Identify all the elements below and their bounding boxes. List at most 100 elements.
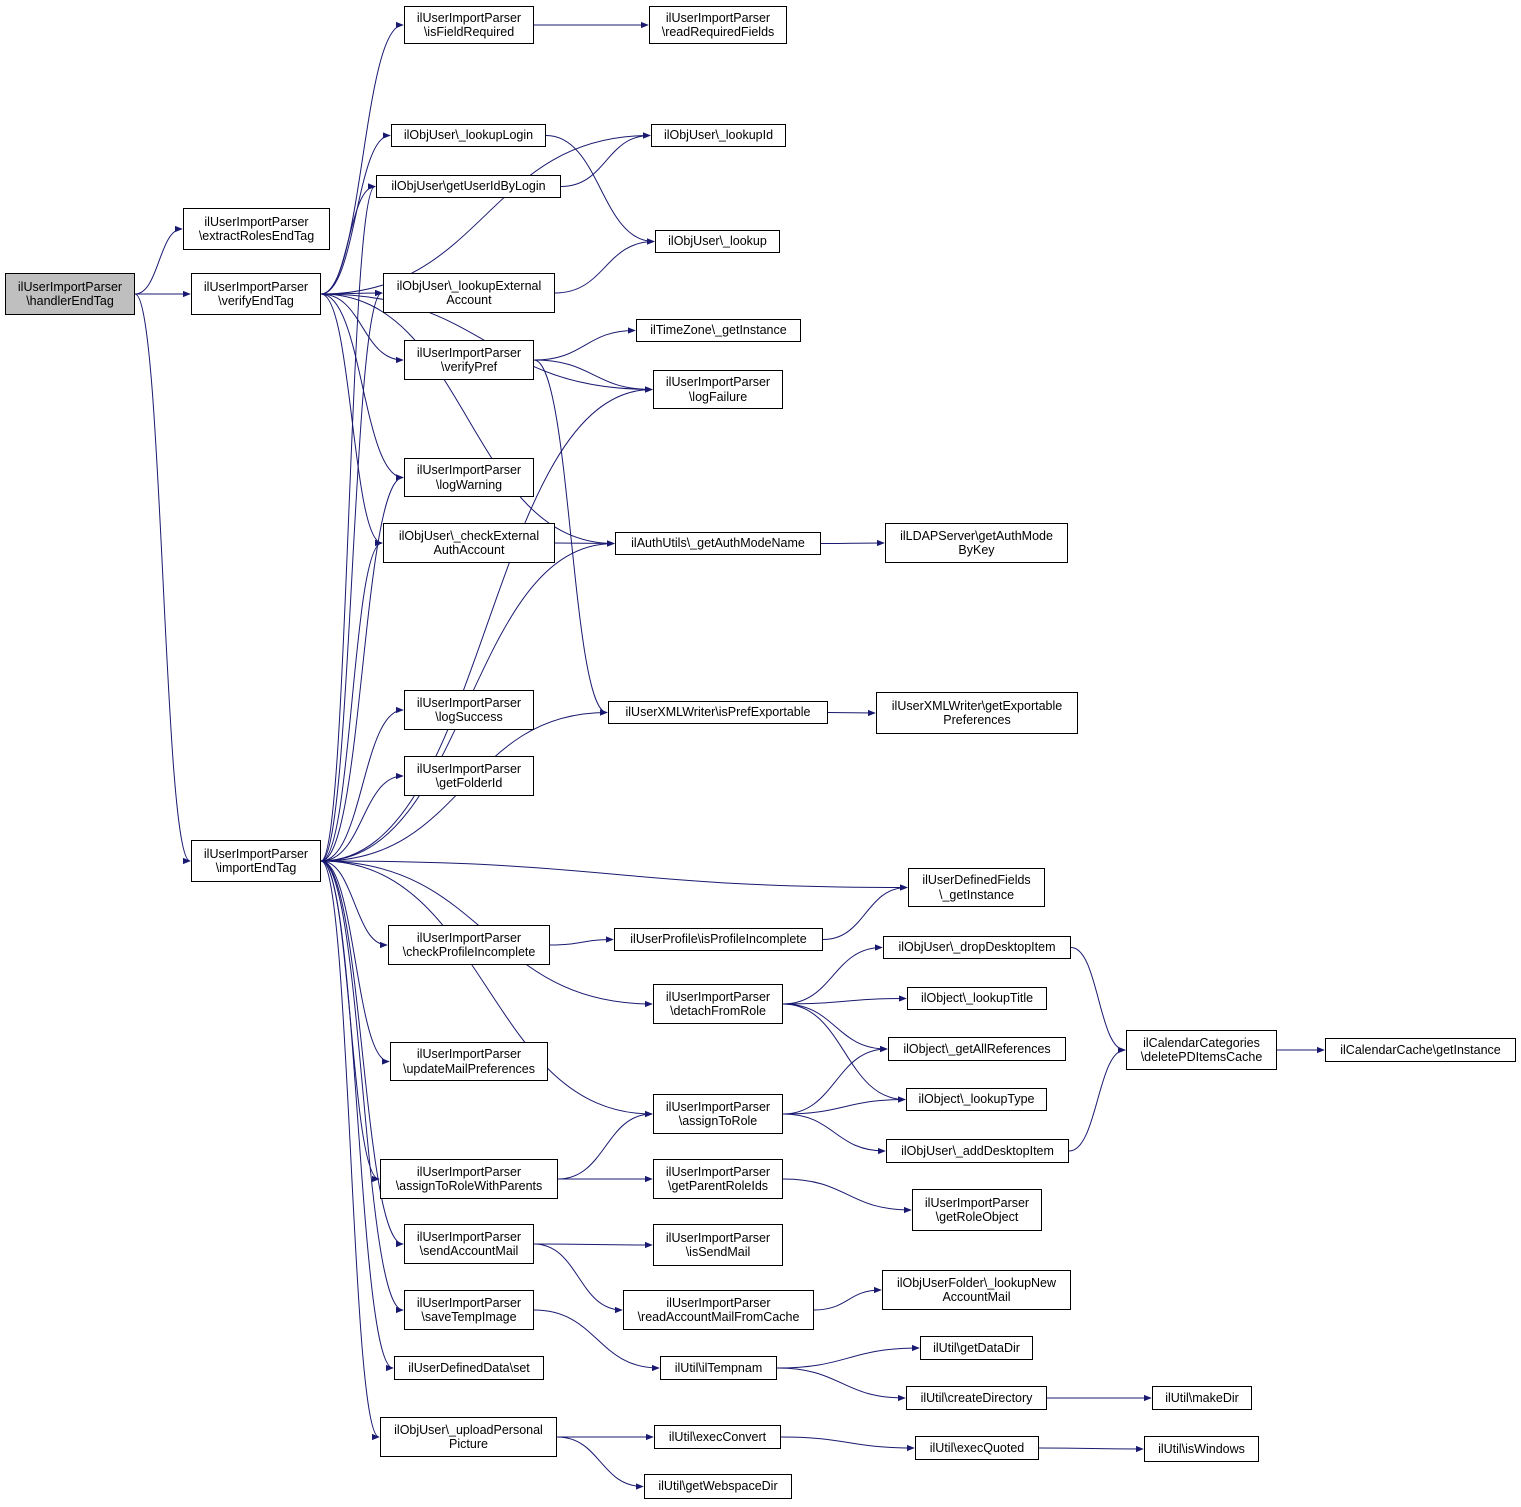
node-send-account-mail[interactable]: ilUserImportParser\sendAccountMail [404,1224,534,1264]
edge-handlerEndTag-to-extractRolesEndTag [134,225,183,295]
edge-importEndTag-to-logSuccess [320,706,404,862]
edge-importEndTag-to-checkExternalAuthAccount [320,539,383,862]
node-exec-quoted[interactable]: ilUtil\execQuoted [915,1436,1039,1460]
node-label-line: ilUserImportParser [665,1230,771,1245]
node-assign-to-role-with-parents[interactable]: ilUserImportParser\assignToRoleWithParen… [380,1159,558,1199]
node-get-data-dir[interactable]: ilUtil\getDataDir [920,1336,1033,1360]
node-update-mail-preferences[interactable]: ilUserImportParser\updateMailPreferences [390,1042,548,1081]
node-label-line: ilUserXMLWriter\isPrefExportable [625,705,811,720]
node-handler-end-tag[interactable]: ilUserImportParser\handlerEndTag [5,273,135,315]
node-label-line: ilUserImportParser [416,695,522,710]
node-label-line: ilObject\_getAllReferences [903,1041,1051,1056]
edge-getAuthModeName-to-getAuthModeByKey [820,539,885,547]
node-label-line: ilObjUser\_dropDesktopItem [898,940,1056,955]
node-label-line: ilUtil\getDataDir [933,1340,1020,1355]
node-get-all-references[interactable]: ilObject\_getAllReferences [888,1037,1066,1061]
node-user-defined-data-set[interactable]: ilUserDefinedData\set [394,1356,544,1380]
node-import-end-tag[interactable]: ilUserImportParser\importEndTag [191,840,321,882]
node-log-warning[interactable]: ilUserImportParser\logWarning [404,458,534,497]
node-label-line: ilUserImportParser [416,1295,522,1310]
edge-sendAccountMail-to-isSendMail [533,1241,653,1249]
edge-readAccountMailFromCache-to-lookupNewAccountMail [813,1286,882,1311]
node-timezone-get-instance[interactable]: ilTimeZone\_getInstance [636,319,801,342]
node-label-line: ilUtil\createDirectory [920,1390,1033,1405]
node-label-line: \deletePDItemsCache [1140,1050,1263,1064]
node-is-field-required[interactable]: ilUserImportParser\isFieldRequired [404,6,534,44]
node-lookup-type[interactable]: ilObject\_lookupType [906,1088,1047,1111]
node-is-profile-incomplete[interactable]: ilUserProfile\isProfileIncomplete [614,928,823,951]
node-create-directory[interactable]: ilUtil\createDirectory [906,1386,1047,1410]
node-label-line: \handlerEndTag [26,294,114,308]
edge-importEndTag-to-getFolderId [320,772,404,862]
node-verify-end-tag[interactable]: ilUserImportParser\verifyEndTag [191,273,321,315]
node-label-line: ilUserImportParser [665,1164,771,1179]
node-is-pref-exportable[interactable]: ilUserXMLWriter\isPrefExportable [608,701,828,724]
node-lookup-login[interactable]: ilObjUser\_lookupLogin [391,124,546,147]
node-label-line: \logWarning [435,477,503,492]
node-label-line: \_getInstance [938,887,1015,902]
node-lookup-id[interactable]: ilObjUser\_lookupId [651,124,786,147]
node-extract-roles-end-tag[interactable]: ilUserImportParser\extractRolesEndTag [183,208,330,250]
node-label-line: ilCalendarCache\getInstance [1340,1042,1501,1057]
node-label-line: \isSendMail [685,1245,751,1259]
edge-detachFromRole-to-lookupType [782,1003,906,1103]
edge-importEndTag-to-getUserIdByLogin [320,183,376,862]
node-check-profile-incomplete[interactable]: ilUserImportParser\checkProfileIncomplet… [388,925,550,965]
node-detach-from-role[interactable]: ilUserImportParser\detachFromRole [653,984,783,1024]
node-user-defined-fields-get-instance[interactable]: ilUserDefinedFields\_getInstance [908,868,1045,907]
node-save-temp-image[interactable]: ilUserImportParser\saveTempImage [404,1290,534,1330]
node-drop-desktop-item[interactable]: ilObjUser\_dropDesktopItem [883,936,1071,959]
node-label-line: ilUserImportParser [416,10,522,25]
node-get-user-id-by-login[interactable]: ilObjUser\getUserIdByLogin [376,175,561,198]
edge-execConvert-to-execQuoted [780,1436,915,1452]
node-get-webspace-dir[interactable]: ilUtil\getWebspaceDir [644,1474,792,1499]
node-label-line: \sendAccountMail [419,1244,519,1258]
node-label-line: \detachFromRole [670,1004,766,1018]
node-label-line: ilUserImportParser [924,1195,1030,1210]
node-assign-to-role[interactable]: ilUserImportParser\assignToRole [653,1094,783,1134]
edge-verifyEndTag-to-getUserIdByLogin [320,183,376,295]
node-label-line: ilUserProfile\isProfileIncomplete [630,932,807,947]
node-exec-convert[interactable]: ilUtil\execConvert [654,1425,781,1449]
node-read-required-fields[interactable]: ilUserImportParser\readRequiredFields [649,6,787,44]
node-label-line: ilObjUser\_uploadPersonal [394,1422,543,1437]
edge-importEndTag-to-updateMailPreferences [320,860,390,1065]
node-label-line: ilUserImportParser [203,279,309,294]
edge-isPrefExportable-to-getExportablePreferences [827,709,876,717]
node-read-account-mail-from-cache[interactable]: ilUserImportParser\readAccountMailFromCa… [623,1290,814,1330]
node-log-failure[interactable]: ilUserImportParser\logFailure [653,370,783,409]
node-get-folder-id[interactable]: ilUserImportParser\getFolderId [404,756,534,796]
node-verify-pref[interactable]: ilUserImportParser\verifyPref [404,340,534,380]
node-lookup[interactable]: ilObjUser\_lookup [655,230,780,253]
edge-importEndTag-to-logWarning [320,474,404,862]
node-add-desktop-item[interactable]: ilObjUser\_addDesktopItem [886,1139,1069,1163]
node-delete-pd-items-cache[interactable]: ilCalendarCategories\deletePDItemsCache [1126,1030,1277,1070]
node-make-dir[interactable]: ilUtil\makeDir [1152,1386,1252,1410]
node-label-line: ilObject\_lookupTitle [920,991,1034,1006]
node-il-tempnam[interactable]: ilUtil\ilTempnam [660,1356,777,1380]
node-calendar-cache-get-instance[interactable]: ilCalendarCache\getInstance [1325,1038,1516,1062]
edge-verifyPref-to-logFailure [533,359,653,393]
node-get-auth-mode-name[interactable]: ilAuthUtils\_getAuthModeName [615,532,821,555]
node-label-line: ilUserImportParser [17,279,123,294]
edge-verifyPref-to-tzGetInstance [533,327,636,361]
edge-ilTempnam-to-getDataDir [776,1344,920,1369]
edge-verifyEndTag-to-verifyPref [320,293,404,364]
node-is-windows[interactable]: ilUtil\isWindows [1144,1436,1259,1462]
node-lookup-title[interactable]: ilObject\_lookupTitle [907,987,1047,1010]
node-get-parent-role-ids[interactable]: ilUserImportParser\getParentRoleIds [653,1159,783,1199]
node-log-success[interactable]: ilUserImportParser\logSuccess [404,690,534,730]
node-label-line: ByKey [958,543,995,557]
node-label-line: ilObjUser\_addDesktopItem [901,1143,1054,1158]
node-get-role-object[interactable]: ilUserImportParser\getRoleObject [912,1189,1042,1231]
node-is-send-mail[interactable]: ilUserImportParser\isSendMail [653,1224,783,1266]
edge-ilTempnam-to-createDirectory [776,1367,906,1402]
node-label-line: ilUserImportParser [666,1295,771,1310]
node-label-line: ilUserImportParser [665,989,771,1004]
